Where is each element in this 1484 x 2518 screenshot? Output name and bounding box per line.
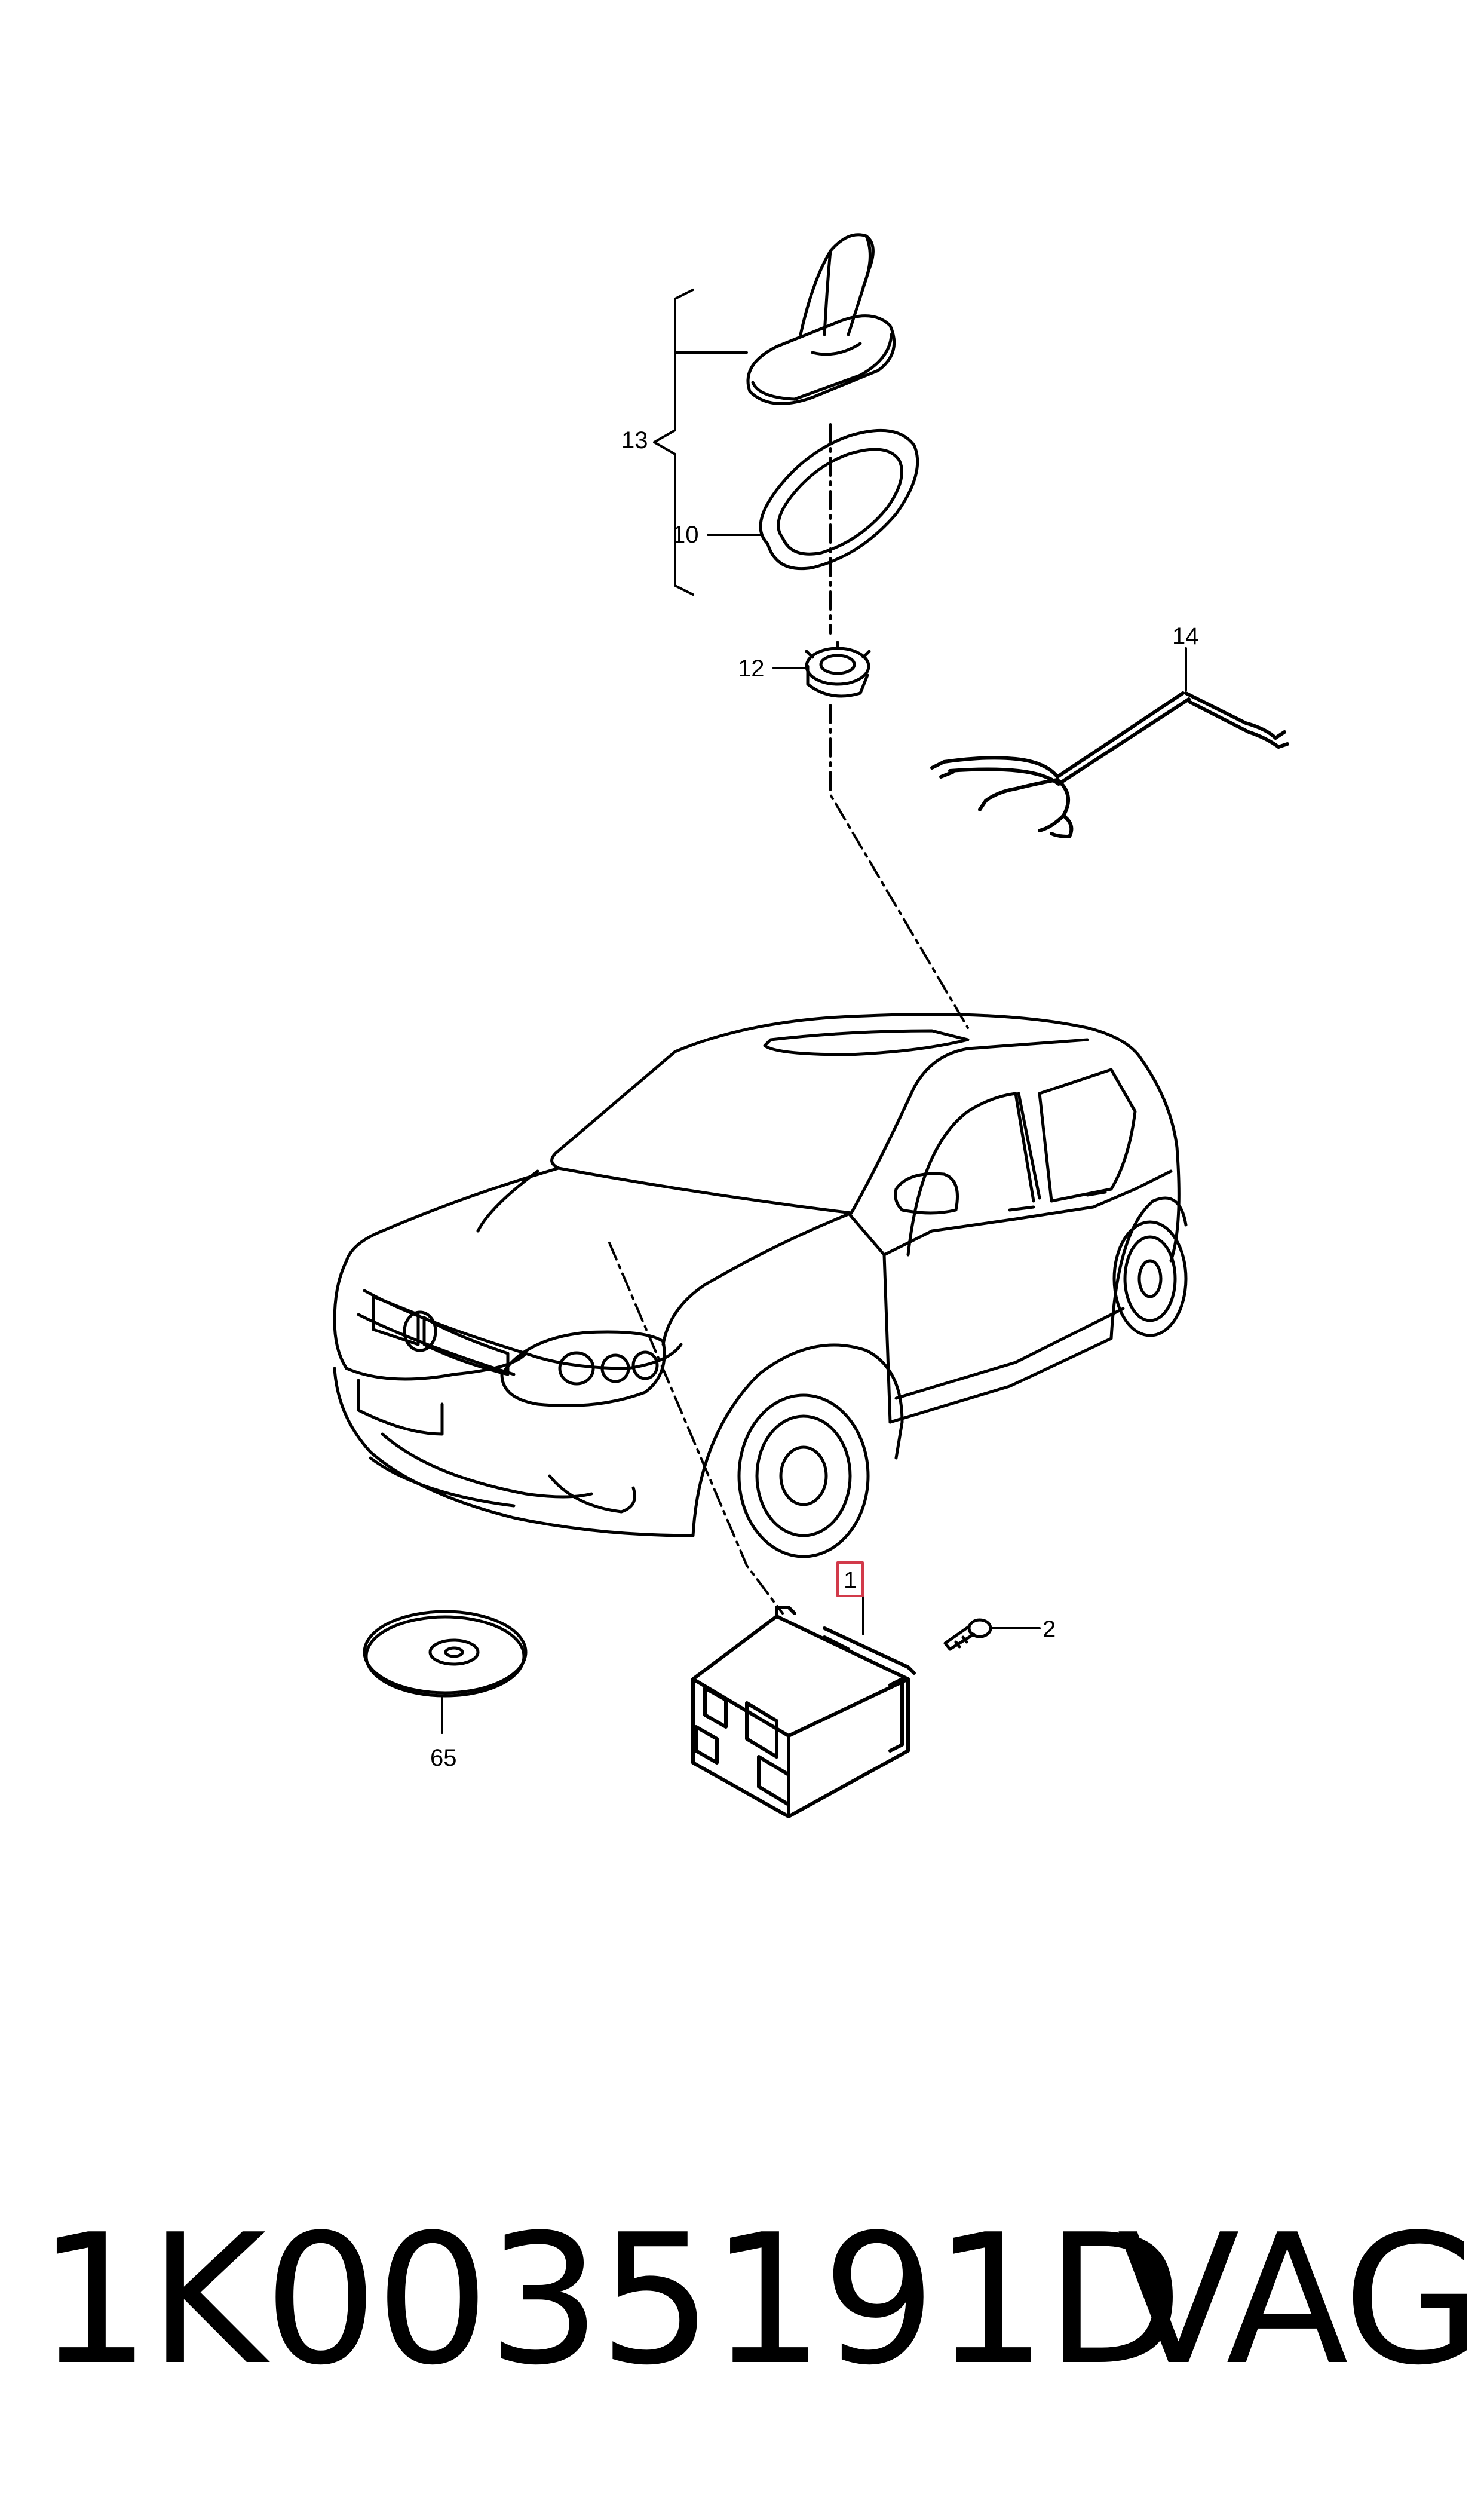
wiring-harness-part <box>930 647 1289 838</box>
antenna-cover-part <box>746 233 896 405</box>
antenna-nut-part <box>805 641 871 698</box>
brand-name: VAG <box>1117 2196 1482 2404</box>
highlight-box-1 <box>836 1561 864 1597</box>
callout-14: 14 <box>1172 623 1199 650</box>
callout-12: 12 <box>738 655 765 682</box>
screw-part <box>943 1618 1041 1651</box>
callout-bracket-13 <box>653 289 807 669</box>
part-number: 1K0035191D <box>37 2196 1183 2404</box>
car-illustration <box>333 1013 1188 1558</box>
control-unit-part <box>691 1585 916 1818</box>
callout-2: 2 <box>1043 1616 1056 1643</box>
assembly-centerline <box>608 423 969 1615</box>
callout-13: 13 <box>621 427 648 454</box>
disc-part <box>363 1610 528 1734</box>
callout-10: 10 <box>672 522 699 548</box>
callout-1: 1 <box>844 1567 857 1594</box>
callout-65: 65 <box>430 1745 457 1771</box>
antenna-seal-part <box>759 428 919 571</box>
